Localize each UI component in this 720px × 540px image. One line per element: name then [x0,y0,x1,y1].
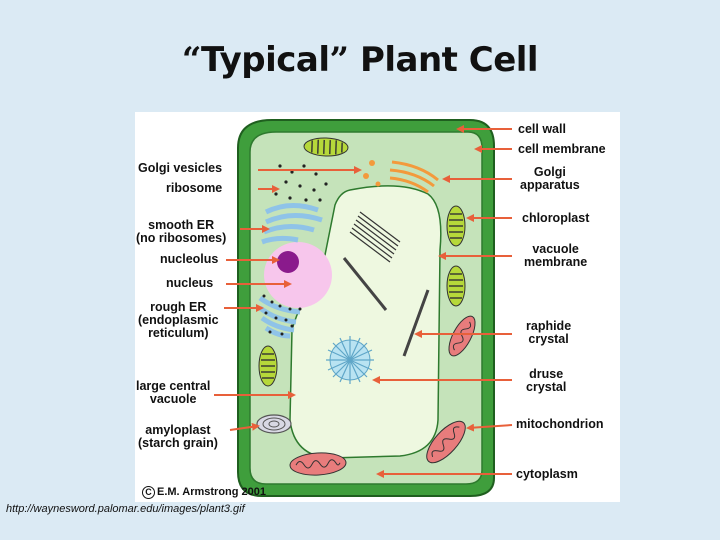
copyright-text: E.M. Armstrong 2001 [157,486,267,498]
label-golgi-apparatus: Golgi apparatus [520,166,580,192]
label-cytoplasm: cytoplasm [516,468,578,481]
label-line: apparatus [520,178,580,192]
label-large-central-vacuole: large central vacuole [136,380,210,406]
label-smooth-er: smooth ER (no ribosomes) [136,219,226,245]
label-line: ribosome [166,181,223,195]
arrow-mitochondrion [466,423,513,432]
label-line: rough ER [150,300,207,314]
label-line: crystal [526,380,567,394]
label-line: reticulum) [148,326,209,340]
label-line: mitochondrion [516,417,604,431]
label-line: nucleus [166,276,214,290]
label-line: chloroplast [522,211,590,225]
label-line: amyloplast [145,423,211,437]
label-line: Golgi [533,165,566,179]
amyloplast-shape [256,414,292,434]
label-ribosome: ribosome [166,182,222,195]
label-amyloplast: amyloplast (starch grain) [138,424,218,450]
label-nucleus: nucleus [166,277,213,290]
label-nucleolus: nucleolus [160,253,218,266]
title-rest: Plant Cell [348,40,539,80]
title-close-quote: ” [329,40,350,80]
label-vacuole-membrane: vacuole membrane [524,243,587,269]
mitochondrion-shape [289,315,476,476]
label-line: Golgi vesicles [138,161,223,175]
label-mitochondrion: mitochondrion [516,418,604,431]
label-line: crystal [528,332,569,346]
label-line: (starch grain) [138,436,218,450]
label-line: large central [136,379,211,393]
page-title: “Typical” Plant Cell [0,40,720,80]
label-cell-membrane: cell membrane [518,143,606,156]
label-line: cell wall [518,122,566,136]
label-line: druse [529,367,564,381]
arrow-amyloplast [229,422,260,431]
golgi-vesicles-shape [363,160,381,187]
raphide-crystal-shape [342,211,430,357]
title-open-quote: “ [181,40,202,80]
chloroplast-shape [258,137,466,387]
label-line: cytoplasm [516,467,578,481]
label-line: (endoplasmic [138,313,219,327]
label-cell-wall: cell wall [518,123,566,136]
vacuole-shape [289,185,442,459]
label-golgi-vesicles: Golgi vesicles [138,162,222,175]
label-line: cell membrane [518,142,606,156]
label-line: smooth ER [148,218,215,232]
label-line: vacuole [149,392,197,406]
nucleolus-shape [277,251,299,273]
label-arrows-left [214,166,362,431]
label-chloroplast: chloroplast [522,212,589,225]
label-rough-er: rough ER (endoplasmic reticulum) [138,301,219,340]
label-druse-crystal: druse crystal [526,368,566,394]
smooth-er-shape [261,203,323,245]
label-line: membrane [524,255,588,269]
druse-crystal-shape [326,336,374,384]
nucleus-shape [264,242,332,308]
title-word: Typical [200,40,330,80]
label-line: vacuole [532,242,579,256]
source-url: http://waynesword.palomar.edu/images/pla… [6,503,245,515]
golgi-apparatus-shape [389,160,439,194]
label-arrows-right [372,125,513,478]
label-line: raphide [526,319,572,333]
copyright-symbol: C [142,486,155,499]
label-line: nucleolus [160,252,219,266]
label-raphide-crystal: raphide crystal [526,320,571,346]
ribosome-dots [274,164,328,202]
label-line: (no ribosomes) [136,231,227,245]
